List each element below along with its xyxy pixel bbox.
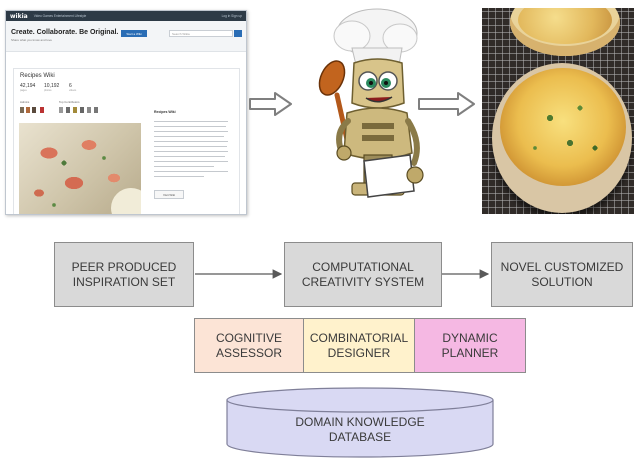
wiki-stat-pages-label: pages (20, 89, 27, 92)
wiki-card: Recipes Wiki 42,194 pages 10,192 photos … (13, 68, 240, 214)
domain-knowledge-database-label: DOMAIN KNOWLEDGE DATABASE (295, 415, 425, 444)
inspiration-set-box: PEER PRODUCED INSPIRATION SET (54, 242, 194, 307)
wiki-text-line (154, 171, 228, 173)
wiki-hero: Create. Collaborate. Be Original. Share … (6, 21, 246, 52)
wiki-screenshot: wikia Video Games Entertainment Lifestyl… (5, 10, 247, 215)
admin-avatar (32, 107, 36, 113)
wiki-text-line (154, 136, 224, 138)
wiki-text-line (154, 156, 225, 158)
wiki-stat-pages: 42,194 (20, 83, 36, 89)
wiki-stat-photos-label: photos (44, 89, 52, 92)
blank-sign-icon (363, 154, 415, 198)
wiki-text-line (154, 161, 228, 163)
wiki-text-line (154, 126, 226, 128)
wiki-stat-videos: 6 (69, 83, 72, 89)
novel-solution-box: NOVEL CUSTOMIZED SOLUTION (491, 242, 633, 307)
wiki-text-line (154, 131, 228, 133)
contributor-avatar (80, 107, 84, 113)
recipe-photo (19, 123, 141, 214)
wiki-tagline: Create. Collaborate. Be Original. (11, 29, 119, 36)
wiki-topbar: wikia Video Games Entertainment Lifestyl… (6, 11, 246, 21)
wiki-card-title: Recipes Wiki (20, 73, 55, 79)
wiki-stat-videos-label: videos (69, 89, 77, 92)
visit-wiki-button: Visit Wiki (154, 190, 184, 199)
combinatorial-designer-box: COMBINATORIAL DESIGNER (303, 318, 415, 373)
wiki-search-icon (234, 30, 242, 37)
wiki-admins-label: Admins (20, 100, 30, 104)
wiki-text-line (154, 166, 214, 168)
wiki-nav-right: Log in Sign up (221, 14, 242, 18)
wiki-logo: wikia (10, 12, 28, 20)
wiki-search-input: Search Wikia (169, 30, 233, 37)
wiki-description-title: Recipes Wiki (154, 110, 176, 114)
wiki-nav: Video Games Entertainment Lifestyle (33, 14, 87, 18)
wiki-stat-photos: 10,192 (44, 83, 60, 89)
contributor-avatar (66, 107, 70, 113)
cognitive-assessor-box: COGNITIVE ASSESSOR (194, 318, 304, 373)
ramekin-front-top (500, 68, 626, 186)
baked-ramekin-photo (482, 8, 634, 214)
contributor-avatar (59, 107, 63, 113)
wiki-subline: Share what you know and love (11, 38, 52, 42)
arrow-right-icon (249, 92, 292, 116)
contributor-avatar (87, 107, 91, 113)
wiki-text-line (154, 176, 204, 178)
chef-robot-illustration (318, 8, 424, 198)
admin-avatar (26, 107, 30, 113)
wiki-text-line (154, 141, 228, 143)
contributor-avatar (73, 107, 77, 113)
wiki-text-line (154, 121, 228, 123)
contributor-avatar (94, 107, 98, 113)
database-cylinder-icon (226, 387, 494, 458)
dynamic-planner-box: DYNAMIC PLANNER (414, 318, 526, 373)
wiki-text-line (154, 151, 228, 153)
admin-avatar (40, 107, 44, 113)
wiki-text-line (154, 146, 227, 148)
creativity-system-box: COMPUTATIONAL CREATIVITY SYSTEM (284, 242, 442, 307)
robot-head (351, 58, 405, 109)
wiki-start-button: Start a Wiki (121, 30, 147, 37)
arrow-right-icon (418, 92, 475, 116)
wiki-contributors-label: Top Contributors (59, 100, 80, 104)
admin-avatar (20, 107, 24, 113)
